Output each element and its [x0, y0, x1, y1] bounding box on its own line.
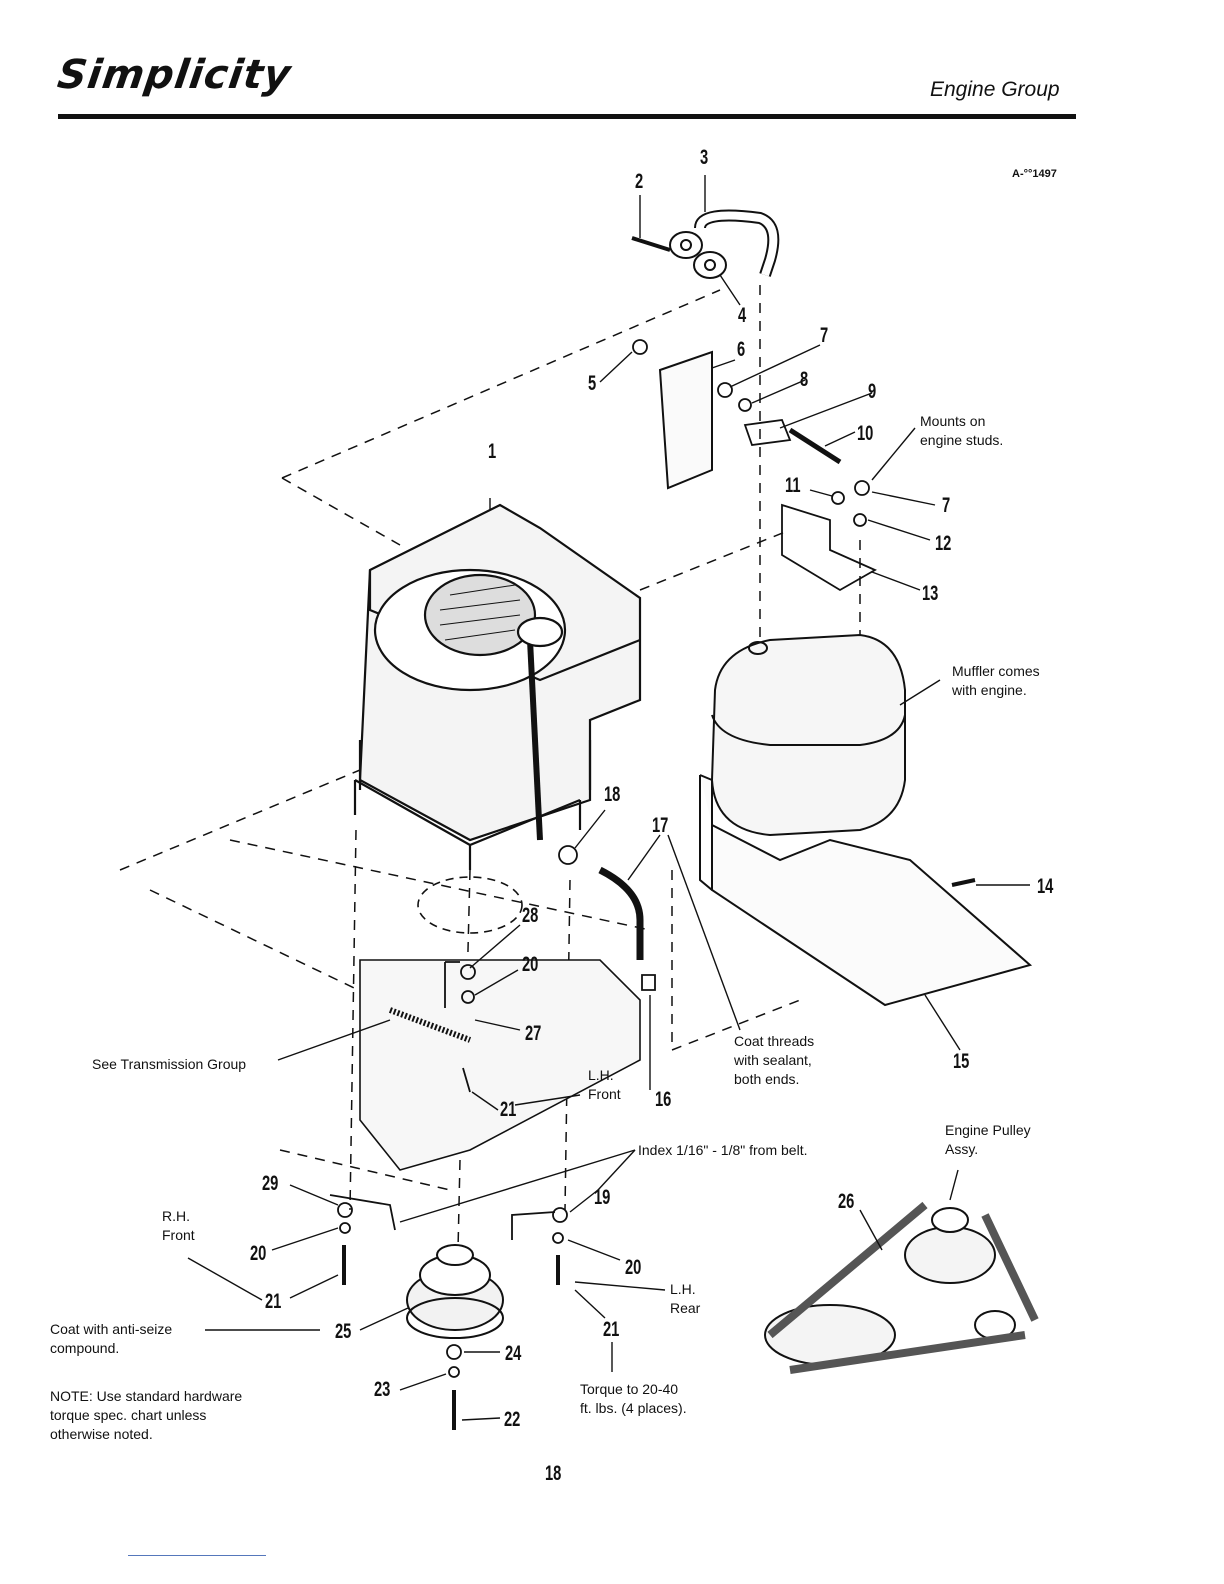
lower-hardware	[329, 961, 568, 1430]
part-number-21c: 21	[603, 1318, 620, 1341]
hardware	[558, 339, 976, 991]
callout-torque: Torque to 20-40 ft. lbs. (4 places).	[580, 1381, 687, 1416]
transmission	[359, 876, 641, 1171]
part-number-3: 3	[700, 146, 709, 169]
part-number-7: 7	[820, 324, 829, 347]
callout-muffler: Muffler comes with engine.	[952, 663, 1040, 698]
muffler	[710, 633, 906, 837]
part-number-28: 28	[522, 904, 539, 927]
part-number-20a: 20	[522, 953, 539, 976]
header-rule	[58, 114, 1076, 119]
part-number-8: 8	[800, 368, 809, 391]
part-number-17: 17	[652, 814, 669, 837]
leader-lines	[187, 175, 1030, 1421]
footer-link-line	[128, 1555, 266, 1556]
part-number-1: 1	[488, 440, 497, 463]
part-number-25: 25	[335, 1320, 352, 1343]
part-number-10: 10	[857, 422, 874, 445]
callout-mounts: Mounts on engine studs.	[920, 413, 1004, 448]
callout-anti-seize: Coat with anti-seize compound.	[50, 1321, 173, 1356]
part-number-12: 12	[935, 532, 952, 555]
callout-index: Index 1/16" - 1/8" from belt.	[638, 1142, 808, 1158]
part-number-21a: 21	[500, 1098, 517, 1121]
part-number-15: 15	[953, 1050, 970, 1073]
part-number-5: 5	[588, 372, 597, 395]
part-number-20c: 20	[625, 1256, 642, 1279]
engine-pulley-25	[406, 1244, 504, 1339]
section-title: Engine Group	[930, 78, 1060, 101]
part-number-27: 27	[525, 1022, 542, 1045]
heat-shield	[658, 350, 713, 490]
part-number-4: 4	[738, 304, 747, 327]
pulley-assembly-26	[764, 1201, 1039, 1374]
part-number-23: 23	[374, 1378, 391, 1401]
part-number-9: 9	[868, 380, 877, 403]
callout-coat-threads: Coat threads with sealant, both ends.	[734, 1033, 815, 1087]
part-number-22: 22	[504, 1408, 521, 1431]
callout-lh-front: L.H. Front	[588, 1067, 621, 1102]
part-number-6: 6	[737, 338, 746, 361]
callout-rh-front: R.H. Front	[162, 1208, 195, 1243]
engine	[353, 503, 642, 870]
exhaust-pipe	[631, 209, 780, 279]
deflector	[699, 774, 1033, 1007]
part-number-2: 2	[635, 170, 644, 193]
part-number-24: 24	[505, 1342, 522, 1365]
part-number-13: 13	[922, 582, 939, 605]
figure-id: A-°°1497	[1012, 168, 1057, 180]
part-number-14: 14	[1037, 875, 1054, 898]
part-number-11: 11	[785, 474, 801, 497]
part-number-7b: 7	[942, 494, 951, 517]
callout-lh-rear: L.H. Rear	[670, 1281, 701, 1316]
part-number-18: 18	[604, 783, 621, 806]
part-number-29: 29	[262, 1172, 279, 1195]
part-number-20b: 20	[250, 1242, 267, 1265]
part-number-16: 16	[655, 1088, 672, 1111]
callout-engine-pulley: Engine Pulley Assy.	[945, 1122, 1031, 1157]
part-number-19: 19	[594, 1186, 611, 1209]
part-number-21b: 21	[265, 1290, 282, 1313]
page-number: 18	[545, 1462, 562, 1485]
note-hardware-torque: NOTE: Use standard hardware torque spec.…	[50, 1388, 243, 1442]
callout-see-transmission: See Transmission Group	[92, 1056, 247, 1072]
part-number-26: 26	[838, 1190, 855, 1213]
